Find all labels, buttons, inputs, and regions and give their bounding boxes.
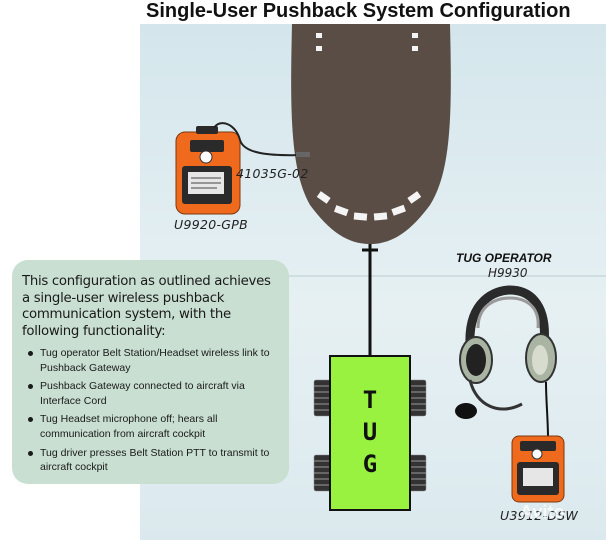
aircraft-nose: [291, 24, 451, 244]
feature-text: Tug driver presses Belt Station PTT to t…: [40, 446, 270, 474]
interface-cord: [213, 122, 305, 157]
tug-operator-title: TUG OPERATOR: [456, 251, 552, 265]
info-box: This configuration as outlined achieves …: [12, 260, 289, 484]
info-intro: This configuration as outlined achieves …: [22, 274, 271, 339]
bullet-icon: [28, 450, 33, 456]
tug-letter-t: T: [362, 386, 378, 414]
bullet-icon: [28, 351, 33, 356]
feature-item: Tug operator Belt Station/Headset wirele…: [22, 346, 279, 375]
headset: [455, 285, 557, 439]
feature-text: Tug operator Belt Station/Headset wirele…: [40, 347, 270, 374]
feature-text: Tug Headset microphone off; hears all co…: [40, 413, 218, 440]
feature-list: Tug operator Belt Station/Headset wirele…: [22, 346, 279, 475]
gateway-device: [175, 126, 241, 215]
belt-station: [511, 435, 565, 503]
belt-station-label: U3912-DSW: [500, 508, 579, 523]
cord-plug: [296, 152, 310, 157]
tug-body: [329, 355, 411, 511]
feature-item: Tug driver presses Belt Station PTT to t…: [22, 446, 279, 475]
gateway-label: U9920-GPB: [174, 217, 248, 232]
tug-letter-u: U: [362, 418, 378, 446]
watermark: Avito: [520, 502, 565, 522]
feature-text: Pushback Gateway connected to aircraft v…: [40, 380, 245, 407]
bullet-icon: [28, 384, 33, 390]
tug-letter-g: G: [362, 450, 378, 478]
feature-item: Tug Headset microphone off; hears all co…: [22, 412, 279, 441]
headset-model-label: H9930: [488, 266, 528, 280]
bullet-icon: [28, 417, 33, 423]
aircraft-windows: [316, 33, 422, 221]
page-title: Single-User Pushback System Configuratio…: [146, 0, 571, 22]
gateway-cord-label: 41035G-02: [236, 166, 309, 181]
feature-item: Pushback Gateway connected to aircraft v…: [22, 379, 279, 408]
